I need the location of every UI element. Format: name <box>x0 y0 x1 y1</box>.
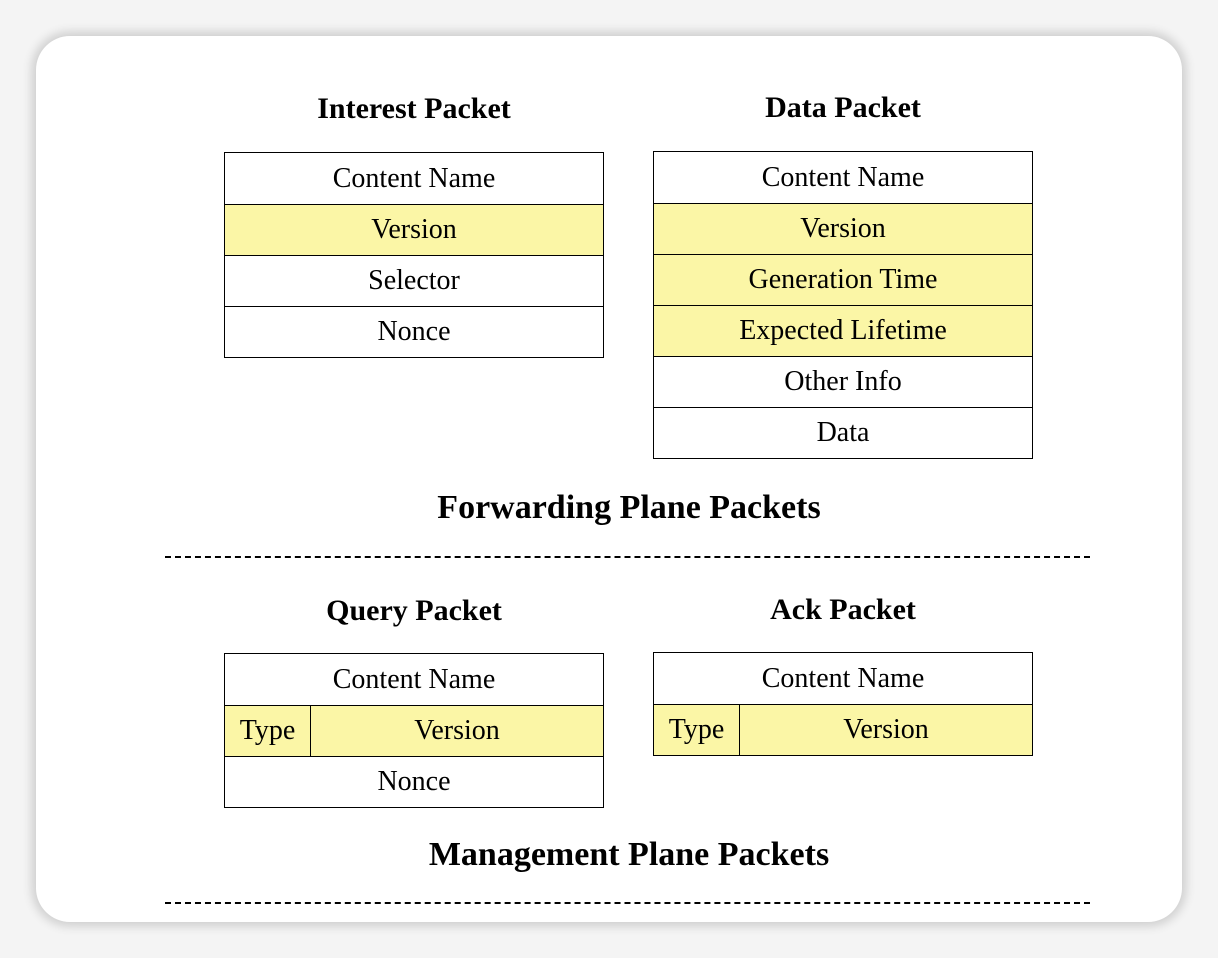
data-row-generation-time: Generation Time <box>654 254 1032 305</box>
ack-packet-title: Ack Packet <box>770 593 916 626</box>
query-cell: Content Name <box>332 663 496 695</box>
query-packet-title: Query Packet <box>326 594 502 627</box>
interest-cell: Version <box>225 205 603 255</box>
ack-type-cell: Type <box>654 705 740 755</box>
interest-cell: Selector <box>368 265 460 296</box>
interest-cell: Content Name <box>332 162 496 194</box>
interest-cell: Nonce <box>377 316 451 347</box>
query-row-nonce: Nonce <box>225 756 603 807</box>
query-cell: Nonce <box>377 766 451 797</box>
interest-row-content-name: Content Name <box>225 153 603 204</box>
data-row-content-name: Content Name <box>654 152 1032 203</box>
interest-row-version: Version <box>225 204 603 255</box>
query-type-cell: Type <box>225 706 311 756</box>
data-cell: Generation Time <box>654 255 1032 305</box>
data-row-version: Version <box>654 203 1032 254</box>
data-cell: Content Name <box>761 161 925 193</box>
data-cell: Data <box>816 417 870 448</box>
ack-row-type-version: Type Version <box>654 704 1032 755</box>
ack-version-cell: Version <box>740 705 1032 755</box>
interest-packet-table: Content Name Version Selector Nonce <box>224 152 604 358</box>
query-version-cell: Version <box>311 706 603 756</box>
data-packet-table: Content Name Version Generation Time Exp… <box>653 151 1033 459</box>
ack-packet-table: Content Name Type Version <box>653 652 1033 756</box>
ack-cell: Content Name <box>761 662 925 694</box>
data-row-other-info: Other Info <box>654 356 1032 407</box>
data-packet-title: Data Packet <box>765 91 921 124</box>
data-cell: Expected Lifetime <box>654 306 1032 356</box>
interest-row-selector: Selector <box>225 255 603 306</box>
data-cell: Other Info <box>784 366 902 397</box>
data-row-expected-lifetime: Expected Lifetime <box>654 305 1032 356</box>
query-row-type-version: Type Version <box>225 705 603 756</box>
forwarding-divider <box>165 556 1090 558</box>
data-cell: Version <box>654 204 1032 254</box>
management-divider <box>165 902 1090 904</box>
interest-row-nonce: Nonce <box>225 306 603 357</box>
interest-packet-title: Interest Packet <box>317 92 511 125</box>
data-row-data: Data <box>654 407 1032 458</box>
management-plane-title: Management Plane Packets <box>428 836 830 873</box>
query-row-content-name: Content Name <box>225 654 603 705</box>
query-packet-table: Content Name Type Version Nonce <box>224 653 604 808</box>
forwarding-plane-title: Forwarding Plane Packets <box>437 489 821 526</box>
ack-row-content-name: Content Name <box>654 653 1032 704</box>
